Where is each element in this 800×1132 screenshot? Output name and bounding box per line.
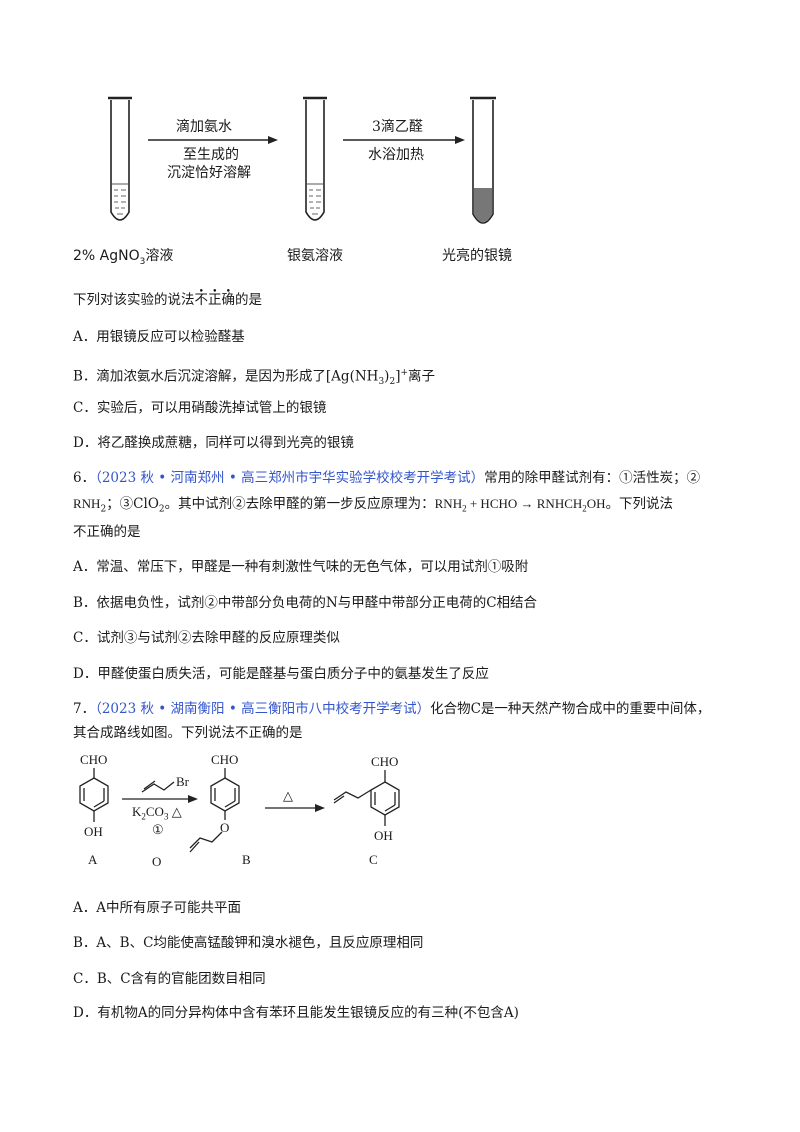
test-tube-2: [303, 96, 327, 221]
compound-b-label: B: [242, 852, 251, 867]
q5-stem: 下列对该实验的说法不正确的是: [73, 291, 262, 309]
c-cho-label: CHO: [371, 754, 399, 769]
synthesis-scheme: CHO OH Br K2CO3 △ ① CHO O △ CHO OH A O B…: [60, 752, 460, 882]
q6-option-b: B．依据电负性，试剂②中带部分负电荷的N与甲醛中带部分正电荷的C相结合: [73, 595, 538, 611]
tube1-label: 2% AgNO3溶液: [73, 248, 174, 267]
tube3-label: 光亮的银镜: [442, 248, 512, 264]
q6-stem-line1: 6．（2023 秋 • 河南郑州 • 高三郑州市宇华实验学校校考开学考试）常用的…: [73, 470, 701, 486]
arrow1-bottom-line2: 沉淀恰好溶解: [167, 165, 251, 181]
q7-option-a: A．A中所有原子可能共平面: [73, 900, 241, 916]
q6-equation: RNH2 + HCHO → RNHCH2OH: [434, 496, 606, 514]
test-tube-1: [108, 96, 132, 221]
q7-option-c: C．B、C含有的官能团数目相同: [73, 971, 266, 987]
a-oh-label: OH: [84, 824, 103, 839]
step1-label: ①: [152, 822, 164, 837]
q5-option-a: A．用银镜反应可以检验醛基: [73, 329, 245, 345]
q5-option-b: B．滴加浓氨水后沉淀溶解，是因为形成了[Ag(NH3)2]+离子: [73, 368, 436, 388]
q5-option-c: C．实验后，可以用硝酸洗掉试管上的银镜: [73, 400, 327, 416]
test-tube-diagram: [108, 96, 496, 224]
q7-stem-line2: 其合成路线如图。下列说法不正确的是: [73, 725, 303, 741]
q5-option-d: D．将乙醛换成蔗糖，同样可以得到光亮的银镜: [73, 435, 354, 451]
arrow1-bottom-line1: 至生成的: [183, 147, 239, 163]
q6-source: （2023 秋 • 河南郑州 • 高三郑州市宇华实验学校校考开学考试）: [95, 470, 485, 486]
q7-option-d: D．有机物A的同分异构体中含有苯环且能发生银镜反应的有三种(不包含A): [73, 1005, 519, 1021]
b-cho-label: CHO: [211, 752, 239, 767]
k2co3-label: K2CO3 △: [132, 804, 182, 822]
compound-a-label: A: [88, 852, 98, 867]
synthesis-structures: [79, 768, 400, 853]
a-cho-label: CHO: [80, 752, 108, 767]
q6-stem-line2: RNH2；③ClO2。其中试剂②去除甲醛的第一步反应原理为：RNH2 + HCH…: [73, 496, 674, 515]
q6-option-a: A．常温、常压下，甲醛是一种有刺激性气味的无色气体，可以用试剂①吸附: [73, 559, 529, 575]
allyl-br-label: Br: [176, 774, 189, 789]
o-below-label: O: [152, 854, 162, 869]
test-tube-3: [470, 96, 496, 224]
q7-source: （2023 秋 • 湖南衡阳 • 高三衡阳市八中校考开学考试）: [95, 701, 431, 717]
heat-label: △: [283, 788, 293, 803]
q6-option-c: C．试剂③与试剂②去除甲醛的反应原理类似: [73, 630, 340, 646]
arrow1-top-text: 滴加氨水: [176, 119, 232, 135]
c-oh-label: OH: [374, 828, 393, 843]
q7-stem-line1: 7．（2023 秋 • 湖南衡阳 • 高三衡阳市八中校考开学考试）化合物C是一种…: [73, 701, 711, 717]
b-o-label: O: [220, 820, 230, 835]
compound-c-label: C: [369, 852, 378, 867]
tube2-label: 银氨溶液: [287, 248, 343, 264]
q6-option-d: D．甲醛使蛋白质失活，可能是醛基与蛋白质分子中的氨基发生了反应: [73, 666, 489, 682]
arrow2-bottom-text: 水浴加热: [368, 147, 424, 163]
arrow2-top-text: 3滴乙醛: [372, 119, 423, 135]
q7-option-b: B．A、B、C均能使高锰酸钾和溴水褪色，且反应原理相同: [73, 935, 424, 951]
experiment-figure: 滴加氨水 至生成的 沉淀恰好溶解 3滴乙醛 水浴加热 2% AgNO3溶液 银氨…: [0, 80, 800, 280]
q6-stem-line3: 不正确的是: [73, 524, 141, 540]
